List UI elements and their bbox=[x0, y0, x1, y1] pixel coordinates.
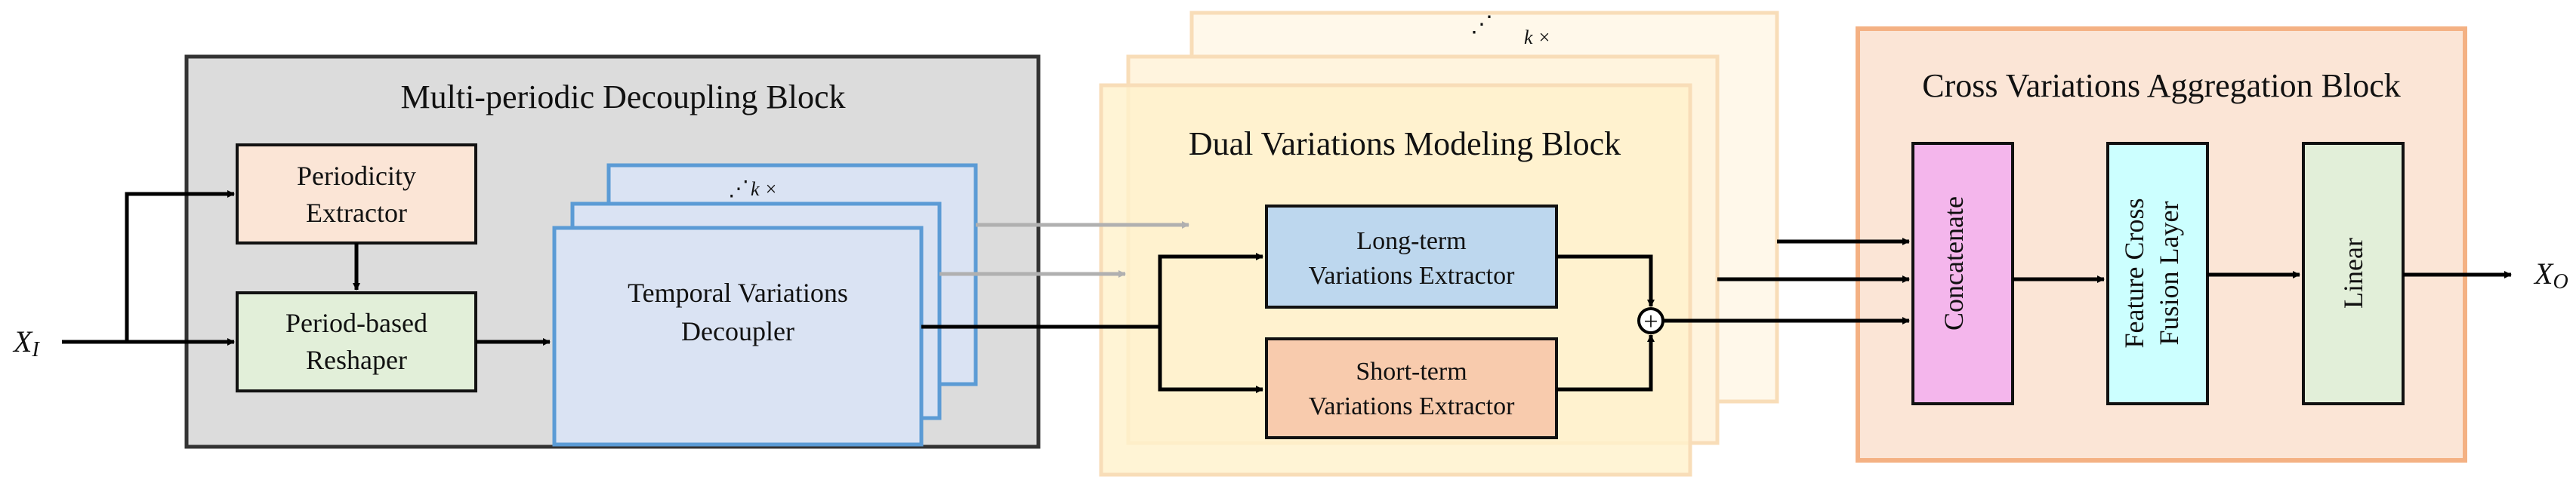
branch-to-short-term-arrow bbox=[1158, 327, 1263, 393]
period-reshaper-box bbox=[236, 291, 477, 392]
temporal-decoupler-label-2: Decoupler bbox=[681, 316, 794, 346]
long-term-label-2: Variations Extractor bbox=[1309, 262, 1516, 290]
long-term-label-1: Long-term bbox=[1356, 227, 1466, 255]
dvm-k-marker: k × bbox=[1524, 26, 1551, 48]
temporal-decoupler-box bbox=[552, 226, 924, 447]
feature-fusion-label-1: Feature Cross bbox=[2119, 198, 2149, 349]
linear-label: Linear bbox=[2338, 238, 2368, 309]
short-term-label-1: Short-term bbox=[1356, 358, 1467, 386]
linear-box bbox=[2302, 142, 2405, 405]
mpd-block-title: Multi-periodic Decoupling Block bbox=[401, 78, 846, 115]
periodicity-extractor-box bbox=[236, 143, 477, 245]
mpd-k-marker: k × bbox=[751, 178, 778, 200]
temporal-decoupler-label-1: Temporal Variations bbox=[628, 278, 848, 308]
short-term-extractor-box bbox=[1265, 337, 1558, 439]
concatenate-box bbox=[1911, 142, 2014, 405]
short-term-to-sum-arrow bbox=[1556, 334, 1655, 392]
feature-fusion-label-2: Fusion Layer bbox=[2154, 201, 2184, 346]
period-reshaper-label-2: Reshaper bbox=[306, 345, 407, 375]
periodicity-extractor-label-1: Periodicity bbox=[297, 161, 416, 191]
long-term-to-sum-arrow bbox=[1556, 254, 1655, 307]
long-term-extractor-box bbox=[1265, 205, 1558, 309]
mpd-k-dots: ⋰ bbox=[728, 177, 749, 201]
branch-to-long-term-arrow bbox=[1158, 253, 1263, 327]
short-term-label-2: Variations Extractor bbox=[1309, 392, 1516, 420]
periodicity-extractor-label-2: Extractor bbox=[306, 198, 407, 228]
concatenate-label: Concatenate bbox=[1939, 196, 1969, 331]
output-label: XO bbox=[2533, 257, 2568, 294]
dvm-block-title: Dual Variations Modeling Block bbox=[1189, 125, 1621, 162]
sum-symbol: + bbox=[1643, 308, 1658, 336]
period-reshaper-label-1: Period-based bbox=[285, 308, 427, 338]
input-arrow-to-periodicity bbox=[125, 190, 235, 342]
input-label: XI bbox=[12, 325, 40, 361]
cva-block-title: Cross Variations Aggregation Block bbox=[1922, 67, 2400, 104]
dvm-k-dots-upper: ⋰ bbox=[1470, 12, 1493, 37]
feature-fusion-box bbox=[2106, 142, 2209, 405]
